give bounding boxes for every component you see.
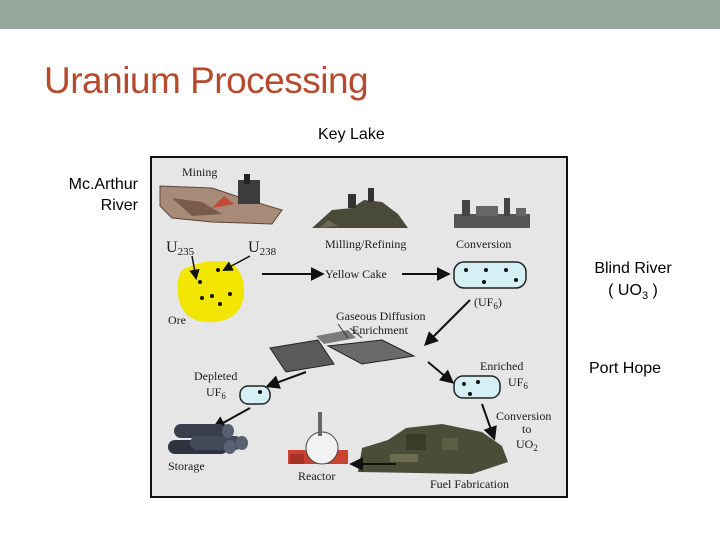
u238-subscript: 238 — [260, 246, 277, 258]
arrow-enrichment-to-enriched — [428, 362, 452, 382]
enriched-uf-subscript: 6 — [523, 381, 528, 391]
mining-illustration — [160, 174, 282, 224]
uo3-end: ) — [648, 282, 658, 299]
uf6-capsule — [454, 262, 526, 288]
depleted-capsule — [240, 386, 270, 404]
ore-particle — [218, 302, 222, 306]
fuel-fabrication-label: Fuel Fabrication — [430, 477, 509, 491]
uf6-label: (UF6) — [474, 295, 502, 311]
depleted-uf6-label: UF6 — [206, 385, 226, 401]
ore-blob — [177, 261, 244, 322]
uo2-subscript: 2 — [533, 443, 538, 453]
u238-label: U238 — [248, 239, 277, 258]
ore-particle — [210, 294, 214, 298]
label-key-lake: Key Lake — [318, 126, 385, 144]
diagram-canvas: Mining Milling/Refining Conversion U235 … — [152, 158, 566, 496]
uo2-main: UO — [516, 437, 534, 451]
enriched-particle — [468, 392, 472, 396]
label-port-hope: Port Hope — [589, 360, 661, 378]
storage-illustration — [168, 424, 248, 454]
enriched-particle — [462, 382, 466, 386]
reactor-label: Reactor — [298, 469, 335, 483]
arrow-enrichment-to-depleted — [268, 372, 306, 386]
uf6-particle — [514, 278, 518, 282]
depleted-uf-subscript: 6 — [221, 391, 226, 401]
fuel-fabrication-illustration — [358, 424, 508, 474]
enrichment-label: Enrichment — [352, 323, 409, 337]
uranium-process-diagram: Mining Milling/Refining Conversion U235 … — [150, 156, 568, 498]
arrow-enriched-to-uo2 — [482, 404, 494, 438]
uf6-particle — [482, 280, 486, 284]
enriched-uf-main: UF — [508, 375, 524, 389]
uf6-particle — [504, 268, 508, 272]
label-blind-river: Blind River ( UO3 ) — [585, 258, 681, 307]
ore-particle — [200, 296, 204, 300]
label-mcarthur-line1: Mc.Arthur — [40, 174, 138, 195]
depleted-uf-main: UF — [206, 385, 222, 399]
depleted-particle — [258, 390, 262, 394]
uf6-main: (UF — [474, 295, 494, 309]
reactor-illustration — [288, 412, 348, 464]
ore-particle — [216, 268, 220, 272]
conversion-to-label: Conversion — [496, 409, 551, 423]
enriched-particle — [476, 380, 480, 384]
milling-refining-label: Milling/Refining — [325, 237, 406, 251]
storage-label: Storage — [168, 459, 205, 473]
slide-title: Uranium Processing — [44, 60, 368, 102]
milling-illustration — [312, 188, 408, 228]
enriched-label: Enriched — [480, 359, 523, 373]
enriched-capsule — [454, 376, 500, 398]
uo2-label: UO2 — [516, 437, 538, 453]
uf6-particle — [484, 268, 488, 272]
ore-label: Ore — [168, 313, 186, 327]
top-bar — [0, 0, 720, 29]
label-blind-river-line1: Blind River — [585, 258, 681, 280]
u235-main: U — [166, 239, 178, 256]
conversion-to-to-label: to — [522, 422, 531, 436]
yellow-cake-label: Yellow Cake — [325, 267, 387, 281]
enriched-uf6-label: UF6 — [508, 375, 528, 391]
gaseous-diffusion-label: Gaseous Diffusion — [336, 309, 425, 323]
uo3-main: ( UO — [608, 282, 642, 299]
label-mcarthur-line2: River — [40, 195, 138, 216]
label-mcarthur-river: Mc.Arthur River — [40, 174, 138, 216]
mining-label: Mining — [182, 165, 217, 179]
u238-main: U — [248, 239, 260, 256]
uf6-particle — [464, 268, 468, 272]
u235-label: U235 — [166, 239, 195, 258]
depleted-label: Depleted — [194, 369, 237, 383]
conversion-label: Conversion — [456, 237, 511, 251]
ore-particle — [198, 280, 202, 284]
ore-particle — [228, 292, 232, 296]
uf6-end: ) — [498, 295, 502, 309]
label-blind-river-formula: ( UO3 ) — [585, 280, 681, 307]
arrow-uf6-to-enrichment — [426, 300, 470, 344]
conversion-illustration — [454, 198, 530, 228]
